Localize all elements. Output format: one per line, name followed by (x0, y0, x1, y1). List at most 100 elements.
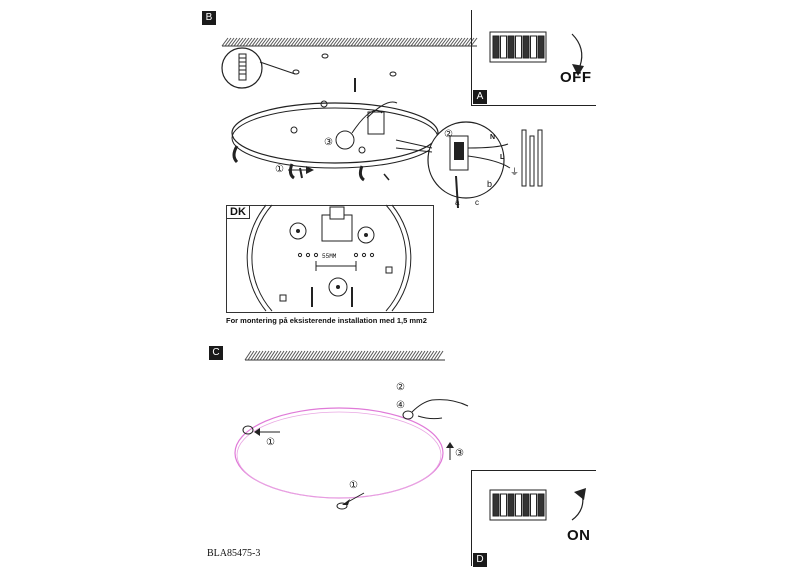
hatch-line (424, 350, 432, 361)
hatch-line (415, 350, 423, 361)
hatch-line (233, 37, 241, 47)
hatch-line (313, 350, 321, 361)
hatch-line (347, 37, 355, 47)
hatch-line (260, 37, 268, 47)
callout-3-c-arrow (446, 442, 454, 460)
ceiling-hatch-c (244, 350, 445, 361)
hatch-line (338, 37, 346, 47)
hatch-line (304, 350, 312, 361)
hatch-line (278, 37, 286, 47)
hatch-line (268, 350, 276, 361)
hatch-line (391, 350, 399, 361)
hatch-line (298, 350, 306, 361)
hatch-line (269, 37, 277, 47)
hatch-line (409, 350, 417, 361)
hatch-line (253, 350, 261, 361)
hatch-line (419, 37, 427, 47)
label-c: c (475, 198, 479, 207)
callout-3-b: ③ (324, 137, 333, 148)
hatch-line (344, 37, 352, 47)
hatch-line (403, 350, 411, 361)
breaker-switch (537, 35, 545, 59)
hatch-line (458, 37, 466, 47)
hatch-line (221, 37, 229, 47)
document-code: BLA85475-3 (207, 548, 261, 559)
hatch-line (418, 350, 426, 361)
hatch-line (385, 350, 393, 361)
hatch-line (361, 350, 369, 361)
hatch-line (452, 37, 460, 47)
lamp-base-plate (231, 100, 439, 182)
dk-caption: For montering på eksisterende installati… (226, 316, 427, 325)
hatch-line (329, 37, 337, 47)
breaker-switch (492, 493, 500, 517)
hatch-line (422, 37, 430, 47)
hatch-line (320, 37, 328, 47)
hatch-line (427, 350, 435, 361)
ground-icon: ⏚ (510, 167, 520, 177)
hatch-line (412, 350, 420, 361)
breaker-switch (515, 493, 522, 517)
hatch-line (388, 350, 396, 361)
hatch-line (356, 37, 364, 47)
hatch-line (394, 350, 402, 361)
hatch-line (308, 37, 316, 47)
hand-illustration-c (411, 399, 469, 420)
dk-base-drawing (246, 204, 412, 312)
hatch-line (301, 350, 309, 361)
hatch-line (293, 37, 301, 47)
label-a: a (455, 198, 460, 207)
hatch-line (413, 37, 421, 47)
callout-1-arrow (288, 166, 314, 174)
hatch-line (314, 37, 322, 47)
hatch-line (236, 37, 244, 47)
dk-detail-box (226, 205, 434, 313)
hatch-line (305, 37, 313, 47)
label-n: N (490, 134, 496, 141)
hatch-line (322, 350, 330, 361)
breaker-switch (515, 35, 522, 59)
hatch-line (349, 350, 357, 361)
hatch-line (337, 350, 345, 361)
hatch-line (263, 37, 271, 47)
hatch-line (335, 37, 343, 47)
hatch-line (431, 37, 439, 47)
dk-label: DK (226, 205, 250, 219)
hatch-line (430, 350, 438, 361)
hatch-line (443, 37, 451, 47)
hatch-line (371, 37, 379, 47)
hatch-line (311, 37, 319, 47)
hatch-line (404, 37, 412, 47)
on-label: ON (567, 527, 591, 544)
hatch-line (341, 37, 349, 47)
callout-4-c: ④ (396, 400, 405, 411)
hatch-line (331, 350, 339, 361)
breaker-switch (522, 493, 530, 517)
hatch-line (277, 350, 285, 361)
breaker-switch (522, 35, 530, 59)
breaker-switch (530, 35, 537, 59)
hatch-line (353, 37, 361, 47)
hatch-line (239, 37, 247, 47)
hatch-line (227, 37, 235, 47)
hatch-line (323, 37, 331, 47)
callout-1-c-bottom-arrow (342, 492, 365, 505)
hatch-line (251, 37, 259, 47)
hatch-line (440, 37, 448, 47)
section-c-tag: C (209, 346, 223, 360)
hatch-line (407, 37, 415, 47)
hatch-line (370, 350, 378, 361)
hatch-line (386, 37, 394, 47)
hatch-line (398, 37, 406, 47)
hatch-line (434, 37, 442, 47)
hatch-line (265, 350, 273, 361)
wiring-zoom-circle (395, 121, 511, 209)
breaker-switch (530, 493, 537, 517)
hatch-line (248, 37, 256, 47)
hatch-line (275, 37, 283, 47)
hatch-line (359, 37, 367, 47)
hatch-line (325, 350, 333, 361)
hatch-line (280, 350, 288, 361)
callout-3-c: ③ (455, 448, 464, 459)
hatch-line (406, 350, 414, 361)
